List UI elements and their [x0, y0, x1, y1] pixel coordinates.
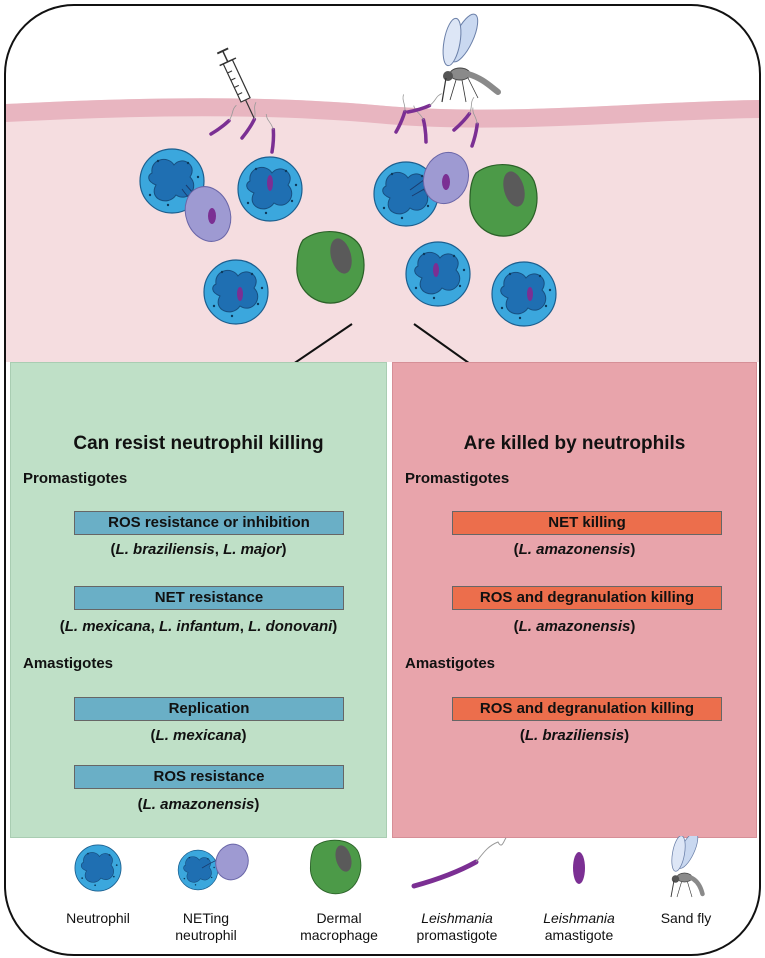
- amastigote-icon: [573, 852, 585, 884]
- killed-item-box: ROS and degranulation killing: [452, 586, 722, 610]
- killed-amastigotes-heading: Amastigotes: [405, 655, 496, 672]
- killed-item-species: (L. amazonensis): [513, 541, 636, 558]
- resist-promastigotes-heading: Promastigotes: [23, 470, 128, 487]
- killed-item-species: (L. amazonensis): [513, 618, 636, 635]
- resist-item-species: (L. mexicana): [150, 727, 247, 744]
- resist-amastigotes-heading: Amastigotes: [23, 655, 114, 672]
- killed-panel: Are killed by neutrophils Promastigotes …: [392, 362, 757, 838]
- resist-item-species: (L. mexicana, L. infantum, L. donovani): [59, 618, 338, 635]
- killed-item-species: (L. braziliensis): [519, 727, 630, 744]
- killed-promastigotes-heading: Promastigotes: [405, 470, 510, 487]
- sand-fly-legend-icon: [670, 836, 705, 898]
- skin-cells: [139, 148, 557, 327]
- resist-item-box: Replication: [74, 697, 344, 721]
- resist-item-species: (L. amazonensis): [137, 796, 260, 813]
- killed-item-box: ROS and degranulation killing: [452, 697, 722, 721]
- neutrophil-icon: [74, 844, 122, 892]
- killed-panel-title: Are killed by neutrophils: [463, 433, 686, 454]
- neting-neutrophil-icon: [177, 843, 249, 891]
- legend-sand-fly-label: Sand fly: [660, 910, 712, 926]
- syringe-icon: [216, 47, 255, 119]
- resist-item-box: NET resistance: [74, 586, 344, 610]
- resist-panel-title: Can resist neutrophil killing: [73, 433, 324, 454]
- killed-item-box: NET killing: [452, 511, 722, 535]
- resist-item-box: ROS resistance or inhibition: [74, 511, 344, 535]
- promastigote-icon: [411, 837, 507, 889]
- resist-item-box: ROS resistance: [74, 765, 344, 789]
- sand-fly-icon: [441, 13, 501, 103]
- dermal-macrophage-icon: [309, 839, 362, 895]
- resist-item-species: (L. braziliensis, L. major): [110, 541, 287, 558]
- skin-scene: [6, 13, 759, 405]
- resist-panel: Can resist neutrophil killing Promastigo…: [10, 362, 387, 838]
- legend-neutrophil-label: Neutrophil: [66, 910, 130, 926]
- figure-frame: Can resist neutrophil killing Promastigo…: [4, 4, 761, 956]
